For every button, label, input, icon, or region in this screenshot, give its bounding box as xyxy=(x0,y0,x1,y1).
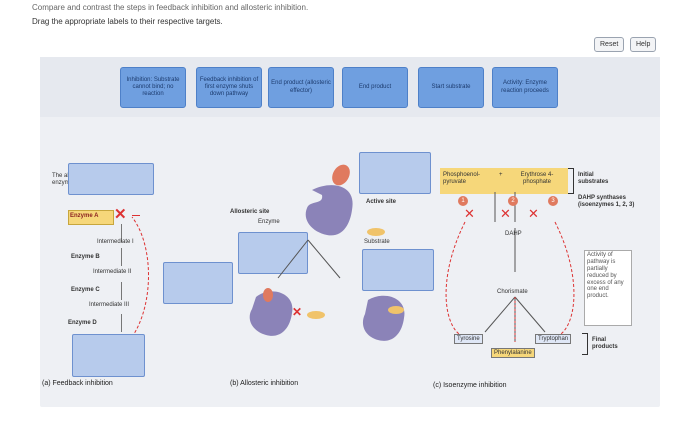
isoenzyme-1-badge: 1 xyxy=(458,196,468,206)
substrate-molecule-icon xyxy=(367,228,385,236)
enzyme-a-box xyxy=(68,210,114,225)
end-product-molecule-icon xyxy=(332,164,350,186)
allosteric-site-label: Allosteric site xyxy=(230,209,270,215)
initial-bracket xyxy=(568,168,574,194)
enzyme-b-label: Enzyme B xyxy=(71,254,100,260)
drop-target-b3[interactable] xyxy=(362,249,434,291)
isoenzyme-x-icon-2: ✕ xyxy=(500,206,511,221)
enzyme-label: Enzyme xyxy=(258,219,280,225)
intermediate-3-label: Intermediate III xyxy=(89,302,130,308)
intermediate-2-label: Intermediate II xyxy=(93,269,132,275)
help-button[interactable]: Help xyxy=(630,37,657,52)
inhibited-enzyme-icon xyxy=(249,288,293,336)
label-chip-start-substrate[interactable]: Start substrate xyxy=(418,67,484,108)
label-chip-feedback-inhibition[interactable]: Feedback inhibition of first enzyme shut… xyxy=(196,67,262,108)
drop-target-middle-left[interactable] xyxy=(163,262,233,304)
tyrosine-tag: Tyrosine xyxy=(454,334,483,344)
caption-isoenzyme-inhibition: (c) Isoenzyme inhibition xyxy=(433,382,507,389)
question-text: Compare and contrast the steps in feedba… xyxy=(32,3,309,12)
dahp-synthases-label: DAHP synthases (isoenzymes 1, 2, 3) xyxy=(578,195,635,208)
final-products-label: Final products xyxy=(592,337,618,350)
chorismate-label: Chorismate xyxy=(497,289,528,295)
branch-arrows xyxy=(277,239,341,279)
e4p-label: Erythrose 4-phosphate xyxy=(520,172,554,185)
isoenzyme-x-icon-1: ✕ xyxy=(464,206,475,221)
initial-substrates-label: Initial substrates xyxy=(578,172,609,185)
feedback-loop-arrow xyxy=(131,216,149,338)
activity-note-label: Activity of pathway is partially reduced… xyxy=(587,252,624,300)
drop-target-a2[interactable] xyxy=(72,334,145,377)
drop-target-b1[interactable] xyxy=(359,152,431,194)
plus-sign: + xyxy=(499,172,503,178)
pathway-arrow-4 xyxy=(121,314,122,332)
enzyme-d-label: Enzyme D xyxy=(68,320,97,326)
phenylalanine-tag: Phenylalanine xyxy=(491,348,535,358)
label-chip-activity[interactable]: Activity: Enzyme reaction proceeds xyxy=(492,67,558,108)
isoenzyme-2-badge: 2 xyxy=(508,196,518,206)
inhibition-line xyxy=(132,215,140,216)
caption-feedback-inhibition: (a) Feedback inhibition xyxy=(42,380,113,387)
isoenzyme-pathway-diagram xyxy=(445,192,575,342)
activity-note-box xyxy=(584,250,632,326)
isoenzyme-3-badge: 3 xyxy=(548,196,558,206)
caption-allosteric-inhibition: (b) Allosteric inhibition xyxy=(230,380,299,387)
isoenzyme-x-icon-3: ✕ xyxy=(528,206,539,221)
enzyme-a-label: Enzyme A xyxy=(70,213,99,219)
inhibition-x-icon: ✕ xyxy=(114,206,127,223)
blocked-x-icon: ✕ xyxy=(292,305,303,319)
enzyme-c-label: Enzyme C xyxy=(71,287,100,293)
label-chip-inhibition[interactable]: Inhibition: Substrate cannot bind; no re… xyxy=(120,67,186,108)
intermediate-1-label: Intermediate I xyxy=(97,239,134,245)
drop-target-a1[interactable] xyxy=(68,163,154,195)
initial-substrates-box xyxy=(440,168,568,194)
drop-target-b2[interactable] xyxy=(238,232,308,274)
blocked-substrate-icon xyxy=(307,311,325,319)
final-bracket xyxy=(582,333,588,355)
substrate-label: Substrate xyxy=(364,239,390,245)
pathway-arrow-3 xyxy=(121,282,122,300)
pathway-arrow-1 xyxy=(121,224,122,242)
enzyme-shape-icon xyxy=(305,185,353,236)
active-site-label: Active site xyxy=(366,199,397,205)
dahp-label: DAHP xyxy=(505,231,522,237)
label-chip-end-product[interactable]: End product xyxy=(342,67,408,108)
reset-button[interactable]: Reset xyxy=(594,37,625,52)
active-enzyme-icon xyxy=(362,295,405,341)
pathway-arrow-2 xyxy=(121,248,122,266)
label-chip-end-product-effector[interactable]: End product (allosteric effector) xyxy=(268,67,334,108)
instruction-text: Drag the appropriate labels to their res… xyxy=(32,17,223,26)
pep-label: Phosphoenol-pyruvate xyxy=(443,172,481,185)
tryptophan-tag: Tryptophan xyxy=(535,334,572,344)
